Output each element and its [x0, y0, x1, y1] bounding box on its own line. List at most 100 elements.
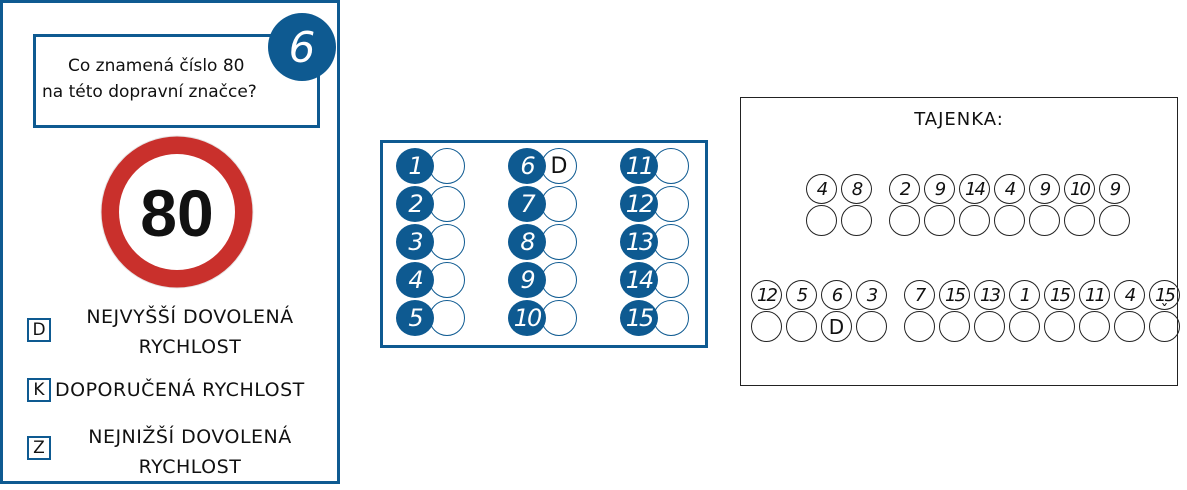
tajenka-number: 4	[1114, 280, 1145, 310]
option-letter: D	[27, 318, 51, 342]
tajenka-letter-slot[interactable]	[856, 311, 887, 342]
tajenka-letter-slot[interactable]	[786, 311, 817, 342]
option-d[interactable]: D NEJVYŠŠÍ DOVOLENÁ RYCHLOST	[27, 302, 315, 362]
tajenka-letter-slot[interactable]: D	[821, 311, 852, 342]
question-number-badge: 6	[508, 148, 546, 184]
tajenka-cell: 4	[804, 174, 839, 236]
question-number-badge: 7	[508, 186, 546, 222]
question-number-badge: 14	[620, 262, 658, 298]
answer-slot[interactable]	[429, 224, 465, 260]
tajenka-number: 10	[1064, 174, 1095, 204]
question-number-badge: 2	[396, 186, 434, 222]
grid-row: 1	[396, 148, 465, 186]
tajenka-number: 4	[806, 174, 837, 204]
answer-slot[interactable]	[429, 262, 465, 298]
grid-row: 14	[620, 262, 689, 300]
tajenka-letter-slot[interactable]	[974, 311, 1005, 342]
tajenka-number: 4	[994, 174, 1025, 204]
tajenka-letter-slot[interactable]	[1099, 205, 1130, 236]
tajenka-letter-slot[interactable]	[806, 205, 837, 236]
tajenka-cell: 15	[1042, 280, 1077, 342]
grid-row: 12	[620, 186, 689, 224]
option-k[interactable]: K DOPORUČENÁ RYCHLOST	[27, 375, 305, 405]
answer-slot[interactable]	[653, 224, 689, 260]
tajenka-letter-slot[interactable]	[1029, 205, 1060, 236]
tajenka-letter-slot[interactable]	[1064, 205, 1095, 236]
tajenka-letter-slot[interactable]	[924, 205, 955, 236]
answer-slot[interactable]	[541, 300, 577, 336]
answer-slot[interactable]	[541, 224, 577, 260]
answer-slot[interactable]	[429, 300, 465, 336]
tajenka-number: 12	[751, 280, 782, 310]
tajenka-letter-slot[interactable]: ˇ	[1149, 303, 1180, 342]
question-number-badge: 10	[508, 300, 546, 336]
tajenka-letter-slot[interactable]	[939, 311, 970, 342]
tajenka-letter-slot[interactable]	[889, 205, 920, 236]
question-number-badge: 8	[508, 224, 546, 260]
question-number-badge: 12	[620, 186, 658, 222]
tajenka-number: 15	[939, 280, 970, 310]
question-number-badge: 5	[396, 300, 434, 336]
question-number-badge: 11	[620, 148, 658, 184]
tajenka-cell: 9	[922, 174, 957, 236]
answer-slot[interactable]	[653, 148, 689, 184]
tajenka-number: 7	[904, 280, 935, 310]
tajenka-number: 9	[1029, 174, 1060, 204]
answer-slot[interactable]: D	[541, 148, 577, 184]
answer-slot[interactable]	[429, 148, 465, 184]
tajenka-number: 5	[786, 280, 817, 310]
tajenka-letter-slot[interactable]	[1044, 311, 1075, 342]
grid-row: 5	[396, 300, 465, 338]
tajenka-letter-slot[interactable]	[1009, 311, 1040, 342]
option-z[interactable]: Z NEJNIŽŠÍ DOVOLENÁ RYCHLOST	[27, 422, 315, 482]
grid-row: 4	[396, 262, 465, 300]
tajenka-letter-slot[interactable]	[959, 205, 990, 236]
grid-row: 13	[620, 224, 689, 262]
tajenka-number: 2	[889, 174, 920, 204]
tajenka-letter-slot[interactable]	[841, 205, 872, 236]
grid-row: 7	[508, 186, 577, 224]
question-number-badge: 6	[268, 13, 336, 81]
tajenka-cell: 4	[992, 174, 1027, 236]
tajenka-letter: D	[828, 314, 845, 339]
grid-row: 9	[508, 262, 577, 300]
tajenka-letter-slot[interactable]	[994, 205, 1025, 236]
answer-slot[interactable]	[541, 186, 577, 222]
answer-slot[interactable]	[653, 300, 689, 336]
tajenka-letter-slot[interactable]	[904, 311, 935, 342]
tajenka-letter-slot[interactable]	[751, 311, 782, 342]
tajenka-number: 9	[924, 174, 955, 204]
answer-slot[interactable]	[429, 186, 465, 222]
tajenka-cell: 3	[854, 280, 889, 342]
answer-slot[interactable]	[653, 262, 689, 298]
tajenka-cell: 15	[937, 280, 972, 342]
tajenka-cell: 11	[1077, 280, 1112, 342]
answer-slot[interactable]	[541, 262, 577, 298]
question-number-badge: 9	[508, 262, 546, 298]
tajenka-number: 1	[1009, 280, 1040, 310]
sign-value: 80	[140, 176, 213, 250]
tajenka-letter-slot[interactable]	[1079, 311, 1110, 342]
tajenka-letter-slot[interactable]	[1114, 311, 1145, 342]
tajenka-number: 3	[856, 280, 887, 310]
tajenka-title: TAJENKA:	[914, 109, 1004, 130]
question-number-badge: 1	[396, 148, 434, 184]
tajenka-number: 15	[1044, 280, 1075, 310]
grid-row: 8	[508, 224, 577, 262]
tajenka-cell: 10	[1062, 174, 1097, 236]
tajenka-cell: 7	[902, 280, 937, 342]
question-number-badge: 3	[396, 224, 434, 260]
question-number-badge: 15	[620, 300, 658, 336]
answer-slot[interactable]	[653, 186, 689, 222]
